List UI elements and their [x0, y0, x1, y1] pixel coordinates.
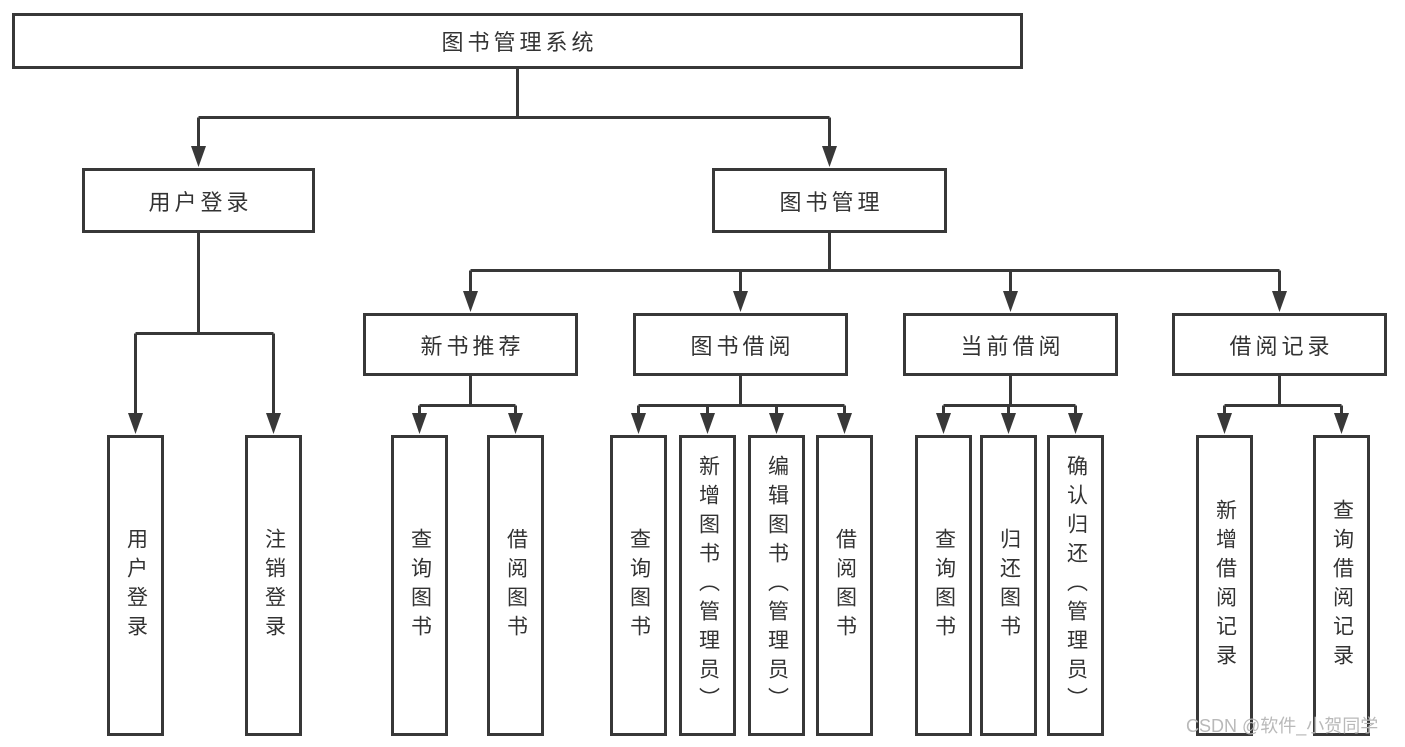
node-library-system: 图书管理系统: [12, 13, 1023, 69]
node-label: 用户登录: [148, 189, 253, 215]
node-label: 借阅图书: [833, 527, 857, 644]
node-label: 当前借阅: [960, 333, 1065, 359]
node-user-login: 用户登录: [82, 168, 315, 233]
node-leaf-borrow-books: 借阅图书: [816, 435, 873, 736]
node-label: 新书推荐: [420, 333, 525, 359]
node-borrowing-records: 借阅记录: [1172, 313, 1387, 376]
node-leaf-user-login: 用户登录: [107, 435, 164, 736]
node-current-borrowing: 当前借阅: [903, 313, 1118, 376]
node-label: 查询图书: [408, 527, 432, 644]
node-leaf-query-books-current: 查询图书: [915, 435, 972, 736]
node-leaf-add-borrow-record: 新增借阅记录: [1196, 435, 1253, 736]
node-book-borrowing: 图书借阅: [633, 313, 848, 376]
node-label: 查询图书: [932, 527, 956, 644]
node-label: 查询借阅记录: [1330, 498, 1354, 673]
node-label: 图书管理: [779, 189, 884, 215]
node-leaf-query-books-borrow: 查询图书: [610, 435, 667, 736]
watermark-text: CSDN @软件_小贺同学: [1186, 716, 1379, 736]
node-label: 图书管理系统: [441, 30, 598, 55]
node-leaf-confirm-return-admin: 确认归还（管理员）: [1047, 435, 1104, 736]
node-leaf-return-books: 归还图书: [980, 435, 1037, 736]
node-new-book-recommendation: 新书推荐: [363, 313, 578, 376]
node-label: 编辑图书（管理员）: [765, 455, 789, 716]
node-label: 借阅图书: [504, 527, 528, 644]
node-label: 查询图书: [627, 527, 651, 644]
node-leaf-borrow-books-recommend: 借阅图书: [487, 435, 544, 736]
node-label: 图书借阅: [690, 333, 795, 359]
node-label: 新增图书（管理员）: [696, 455, 720, 716]
node-leaf-edit-books-admin: 编辑图书（管理员）: [748, 435, 805, 736]
node-label: 归还图书: [997, 527, 1021, 644]
node-label: 确认归还（管理员）: [1064, 455, 1088, 716]
node-leaf-query-books-recommend: 查询图书: [391, 435, 448, 736]
node-label: 借阅记录: [1229, 333, 1334, 359]
node-label: 新增借阅记录: [1213, 498, 1237, 673]
node-label: 注销登录: [262, 527, 286, 644]
node-leaf-query-borrow-record: 查询借阅记录: [1313, 435, 1370, 736]
node-leaf-logout: 注销登录: [245, 435, 302, 736]
node-book-management: 图书管理: [712, 168, 947, 233]
node-label: 用户登录: [124, 527, 148, 644]
node-leaf-add-books-admin: 新增图书（管理员）: [679, 435, 736, 736]
